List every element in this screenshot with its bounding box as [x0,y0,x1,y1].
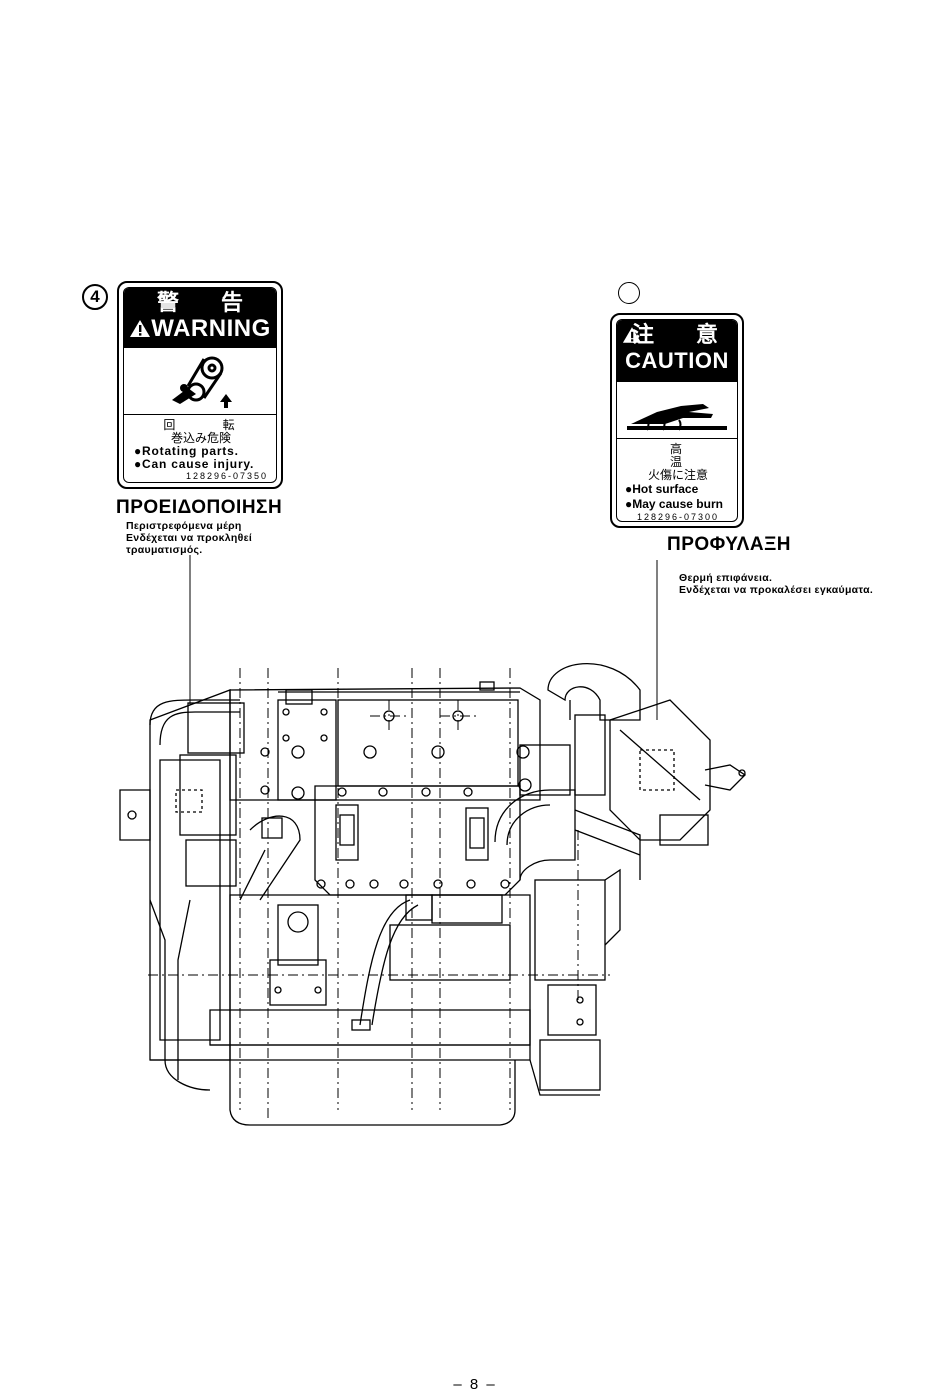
page-number: – 8 – [0,1376,950,1393]
